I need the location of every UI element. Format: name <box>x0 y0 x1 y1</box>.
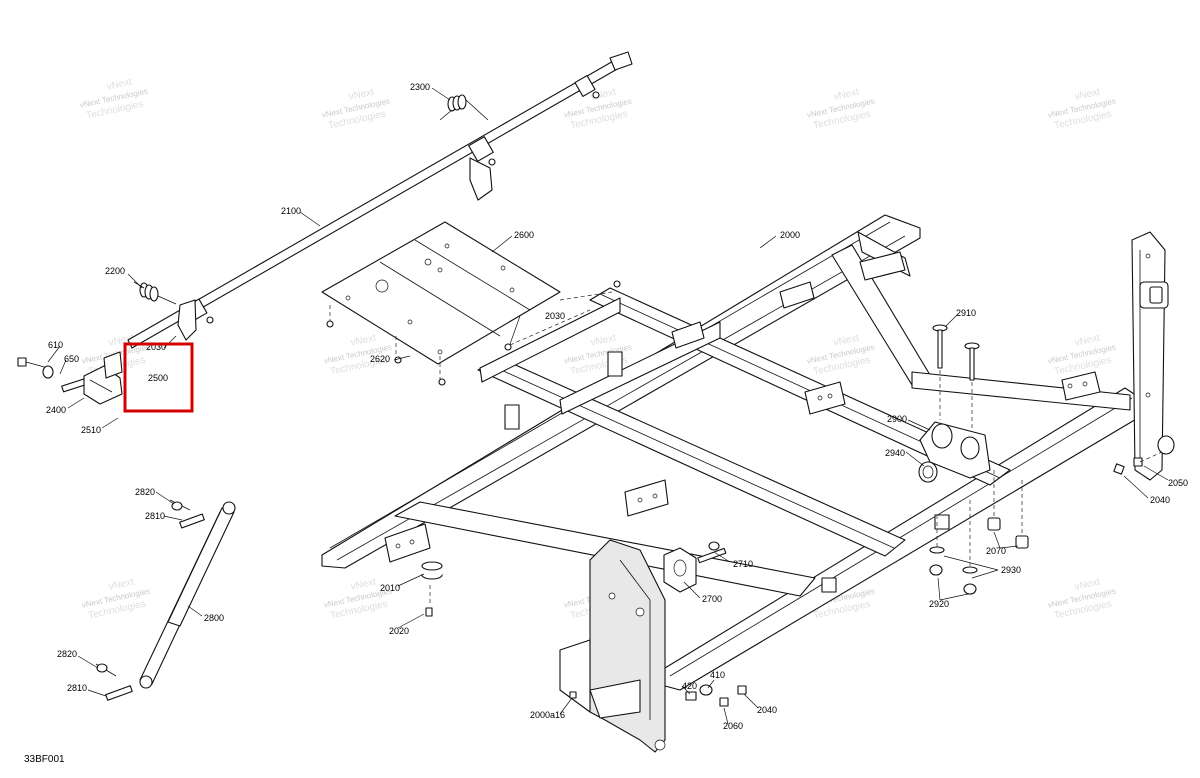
part-label: 2040 <box>757 705 777 715</box>
engine-mount-2900 <box>918 421 991 483</box>
watermark: vNext vNext Technologies Technologies <box>1047 87 1117 132</box>
watermark: vNext vNext Technologies Technologies <box>81 577 151 622</box>
watermark-text: vNext <box>833 333 861 349</box>
watermark: vNext vNext Technologies Technologies <box>1047 333 1117 378</box>
watermark: vNext vNext Technologies Technologies <box>79 77 149 122</box>
part-label: 2900 <box>887 414 907 424</box>
watermark-text: vNext <box>106 77 134 93</box>
part-label: 610 <box>48 340 63 350</box>
watermark-text: vNext <box>1074 333 1102 349</box>
leader-lines <box>47 87 1169 725</box>
watermark-text: vNext <box>590 333 618 349</box>
watermark: vNext vNext Technologies Technologies <box>806 333 876 378</box>
front-hardware <box>569 684 747 707</box>
part-label: 2910 <box>956 308 976 318</box>
top-rod-2100 <box>127 51 633 349</box>
watermarks: vNext vNext Technologies Technologies vN… <box>79 77 1117 622</box>
part-label: 2810 <box>145 511 165 521</box>
part-label: 2000 <box>780 230 800 240</box>
part-label: 2820 <box>57 649 77 659</box>
watermark-text: vNext <box>833 87 861 103</box>
part-label: 2030 <box>146 342 166 352</box>
part-label: 2710 <box>733 559 753 569</box>
part-label: 2820 <box>135 487 155 497</box>
part-label: 410 <box>710 670 725 680</box>
part-label: 2810 <box>67 683 87 693</box>
part-label: 2020 <box>389 626 409 636</box>
hardware-left <box>17 351 123 405</box>
watermark: vNext vNext Technologies Technologies <box>1047 577 1117 622</box>
part-label: 2700 <box>702 594 722 604</box>
roof-panel-2600 <box>321 221 621 386</box>
highlight-box <box>123 342 194 413</box>
part-label: 2030 <box>545 311 565 321</box>
part-label: 2940 <box>885 448 905 458</box>
spring-2200 <box>133 281 177 305</box>
watermark-text: vNext <box>350 333 378 349</box>
part-label: 2800 <box>204 613 224 623</box>
part-label: 2400 <box>46 405 66 415</box>
front-upright-bracket <box>559 539 666 753</box>
part-label: 2920 <box>929 599 949 609</box>
part-label: 420 <box>682 681 697 691</box>
gas-strut-2800 <box>95 499 236 701</box>
right-fasteners <box>1113 451 1163 475</box>
part-label: 2510 <box>81 425 101 435</box>
part-label: 2930 <box>1001 565 1021 575</box>
watermark-text: vNext <box>348 87 376 103</box>
part-label: 2300 <box>410 82 430 92</box>
part-label: 2060 <box>723 721 743 731</box>
part-label: 2000a16 <box>530 710 565 720</box>
watermark-text: vNext <box>1074 87 1102 103</box>
spring-2300 <box>439 94 489 121</box>
watermark-text: vNext <box>108 577 136 593</box>
part-label: 2500 <box>148 373 168 383</box>
watermark-text: vNext <box>350 577 378 593</box>
main-frame-2000 <box>321 214 1144 691</box>
part-labels: 2300 2100 2600 2000 2200 2030 2910 610 6… <box>46 82 1188 731</box>
part-label: 2620 <box>370 354 390 364</box>
mount-bracket-2700 <box>663 541 727 593</box>
part-label: 2200 <box>105 266 125 276</box>
bolts-2910 <box>932 324 980 432</box>
hardware-2070 <box>929 470 1029 595</box>
part-label: 2010 <box>380 583 400 593</box>
diagram-code: 33BF001 <box>24 754 65 765</box>
right-upright-bracket <box>1131 231 1175 481</box>
watermark: vNext vNext Technologies Technologies <box>806 87 876 132</box>
part-label: 2040 <box>1150 495 1170 505</box>
bumper-2010 <box>421 561 443 617</box>
watermark-text: vNext <box>1074 577 1102 593</box>
part-label: 650 <box>64 354 79 364</box>
part-label: 2100 <box>281 206 301 216</box>
part-label: 2070 <box>986 546 1006 556</box>
watermark: vNext vNext Technologies Technologies <box>323 577 393 622</box>
watermark: vNext vNext Technologies Technologies <box>321 87 391 132</box>
part-label: 2050 <box>1168 478 1188 488</box>
watermark-text: vNext <box>590 87 618 103</box>
part-label: 2600 <box>514 230 534 240</box>
